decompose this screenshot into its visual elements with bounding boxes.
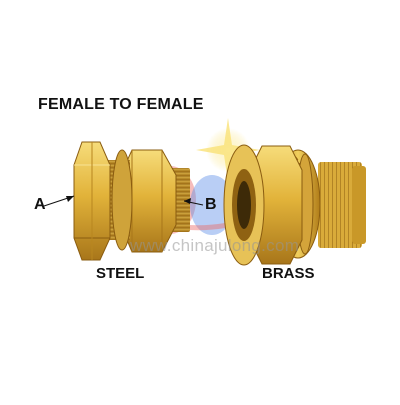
steel-fitting — [73, 141, 190, 261]
callout-label-a: A — [34, 196, 46, 213]
watermark-text: www.chinajulong.com — [130, 236, 300, 255]
brass-fitting — [223, 144, 366, 266]
page-title: FEMALE TO FEMALE — [38, 96, 204, 113]
callout-label-b: B — [205, 196, 217, 213]
callout-arrows — [43, 195, 204, 207]
caption-steel: STEEL — [96, 265, 145, 282]
caption-brass: BRASS — [262, 265, 315, 282]
